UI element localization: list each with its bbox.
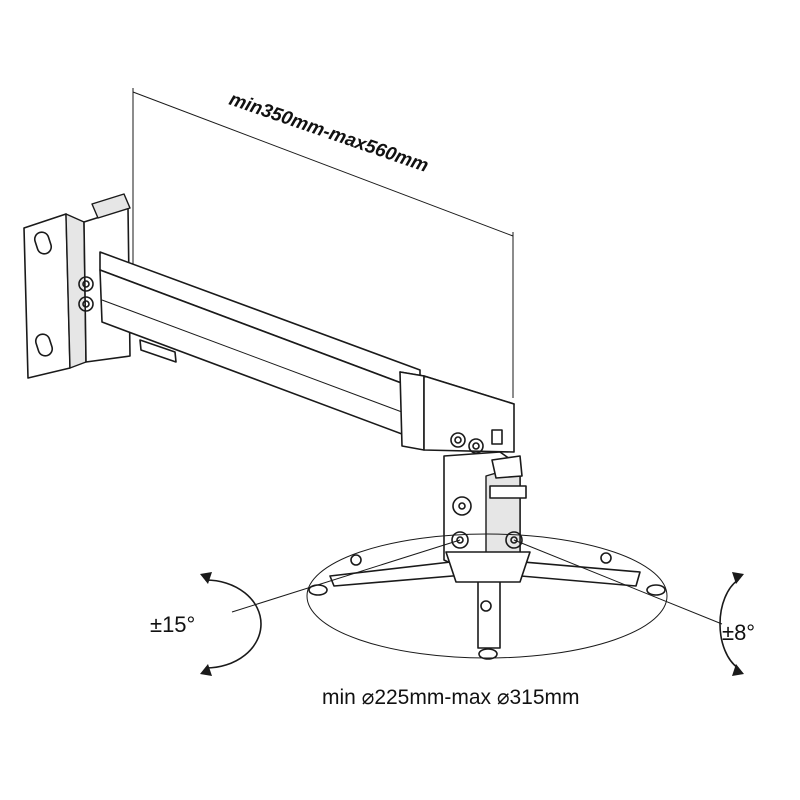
swivel-rotation-arrow-icon — [719, 572, 744, 676]
swivel-label: ±8° — [722, 620, 755, 645]
inner-arm-tube — [399, 371, 515, 454]
arm-extension-label: min350mm-max560mm — [226, 89, 431, 177]
tilt-label: ±15° — [150, 612, 195, 637]
mount-diameter-label: min ⌀225mm-max ⌀315mm — [322, 686, 580, 709]
swivel-pointer-line — [513, 539, 723, 625]
arm-extension-dimension — [132, 88, 514, 398]
tilt-pointer-line — [231, 539, 461, 613]
projector-spider — [306, 533, 668, 660]
outer-arm-tube — [78, 251, 421, 441]
mount-diameter-ellipse — [306, 533, 668, 659]
tilt-rotation-arrow-icon — [200, 572, 262, 676]
